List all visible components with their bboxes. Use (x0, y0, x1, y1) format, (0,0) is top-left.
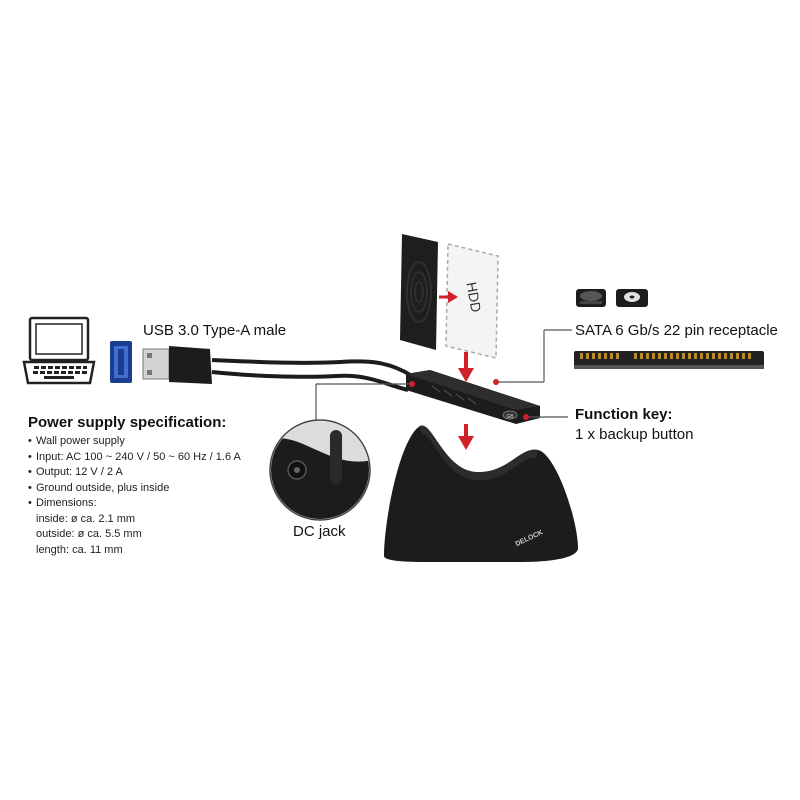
optical-drive-icon (616, 289, 648, 307)
dimension-inside: inside: ø ca. 2.1 mm (36, 512, 136, 525)
sata-receptacle-icon (574, 351, 764, 369)
function-key-title: Function key: (575, 406, 673, 423)
dc-jack-zoom (269, 419, 371, 521)
hdd-label: HDD (463, 281, 484, 314)
function-key-desc: 1 x backup button (575, 426, 694, 443)
insert-arrows (439, 291, 474, 450)
sata-label: SATA 6 Gb/s 22 pin receptacle (575, 322, 778, 339)
power-supply-title: Power supply specification: (28, 414, 227, 431)
list-item: •Output: 12 V / 2 A (28, 466, 123, 478)
dimension-length: length: ca. 11 mm (36, 543, 123, 556)
dc-jack-label: DC jack (293, 523, 346, 540)
dimension-outside: outside: ø ca. 5.5 mm (36, 528, 142, 540)
laptop-icon (22, 316, 96, 385)
docking-station (384, 425, 578, 562)
sata-adapter (406, 370, 540, 424)
list-item: •Input: AC 100 ~ 240 V / 50 ~ 60 Hz / 1.… (28, 450, 241, 463)
list-item: •Dimensions: inside: ø ca. 2.1 mm outsid… (28, 496, 288, 558)
hdd-slot-outline (445, 243, 499, 359)
backup-button-text: GB (506, 414, 514, 420)
hdd-small-icon (576, 289, 606, 307)
usb-connector (142, 346, 414, 392)
list-item: •Ground outside, plus inside (28, 481, 170, 494)
list-item: •Wall power supply (28, 435, 125, 447)
usb-port-icon (110, 341, 132, 383)
power-supply-spec: Power supply specification: •Wall power … (28, 414, 288, 558)
hdd-drive (400, 234, 438, 350)
power-supply-list: •Wall power supply •Input: AC 100 ~ 240 … (28, 434, 288, 558)
usb-label: USB 3.0 Type-A male (143, 322, 287, 339)
